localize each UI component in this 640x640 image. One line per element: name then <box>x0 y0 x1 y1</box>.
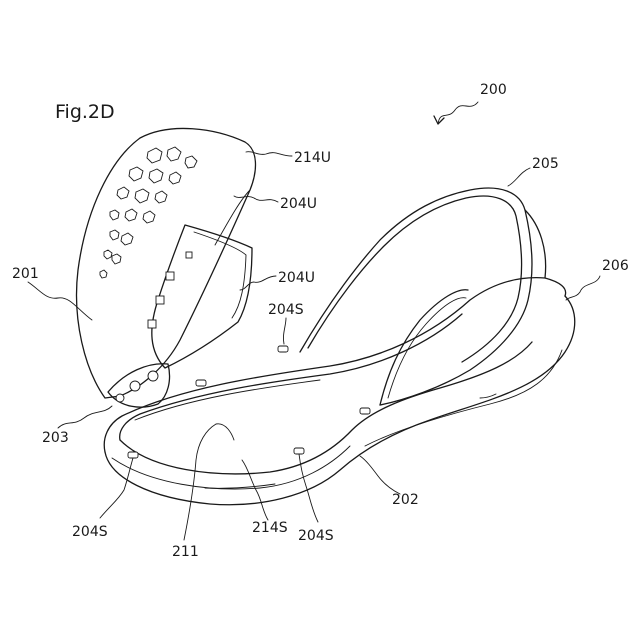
label-204U-a: 204U <box>280 196 317 212</box>
label-204S-left: 204S <box>72 524 108 540</box>
label-211: 211 <box>172 544 199 560</box>
outsole <box>104 278 575 505</box>
label-203: 203 <box>42 430 69 446</box>
figure-title: Fig.2D <box>55 101 115 123</box>
leader-lines <box>28 102 600 540</box>
upper-perforations <box>100 147 197 328</box>
label-214S: 214S <box>252 520 288 536</box>
label-201: 201 <box>12 266 39 282</box>
reference-labels: 200 205 206 214U 204U 204U 204S 201 203 … <box>12 82 629 560</box>
label-214U: 214U <box>294 150 331 166</box>
label-202: 202 <box>392 492 419 508</box>
label-204S-right: 204S <box>298 528 334 544</box>
label-206: 206 <box>602 258 629 274</box>
label-200: 200 <box>480 82 507 98</box>
label-204S-top: 204S <box>268 302 304 318</box>
label-205: 205 <box>532 156 559 172</box>
upper-shell <box>77 128 256 407</box>
label-204U-b: 204U <box>278 270 315 286</box>
